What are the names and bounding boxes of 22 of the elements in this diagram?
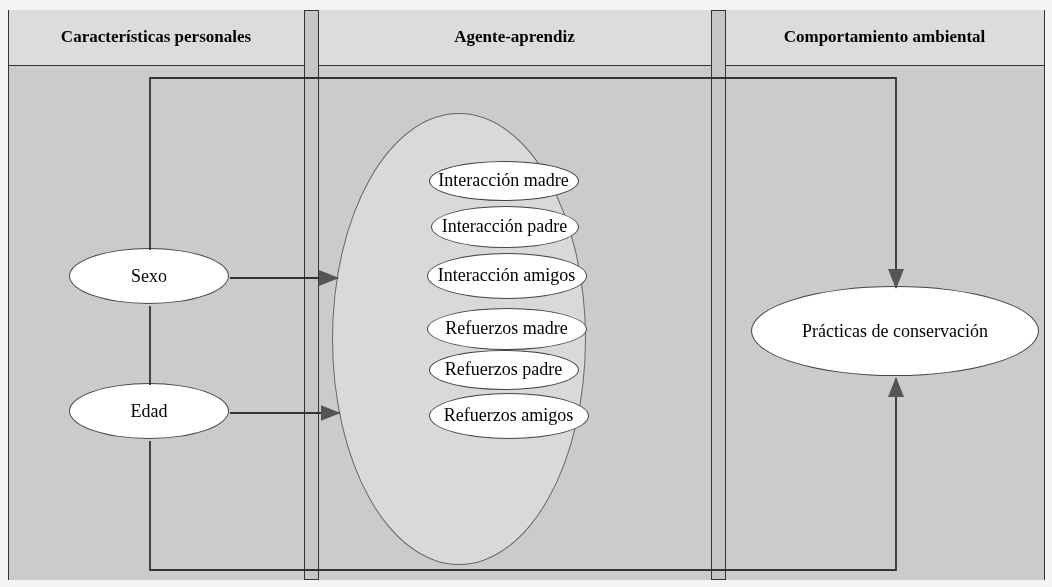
connector-line	[149, 305, 151, 386]
node-label: Refuerzos amigos	[443, 405, 574, 426]
column-band	[724, 9, 1045, 580]
arrow	[149, 377, 904, 571]
column-band	[7, 9, 305, 580]
arrow	[229, 405, 341, 421]
column-header: Características personales	[8, 9, 304, 66]
node-label: Refuerzos padre	[444, 359, 563, 380]
column-header: Comportamiento ambiental	[725, 9, 1044, 66]
node-label: Interacción padre	[441, 216, 568, 237]
node-label: Refuerzos madre	[445, 318, 568, 339]
column-band	[317, 9, 712, 580]
node-label: Interacción amigos	[437, 265, 576, 286]
node-label: Sexo	[131, 265, 167, 287]
node-label: Interacción madre	[438, 170, 569, 191]
ellipse-node	[426, 307, 587, 350]
arrow	[149, 77, 904, 289]
node-label: Prácticas de conservación	[802, 320, 988, 342]
node-label: Edad	[130, 400, 168, 422]
arrow	[229, 270, 340, 286]
column-header: Agente-aprendiz	[318, 9, 711, 66]
ellipse-node	[428, 349, 579, 390]
